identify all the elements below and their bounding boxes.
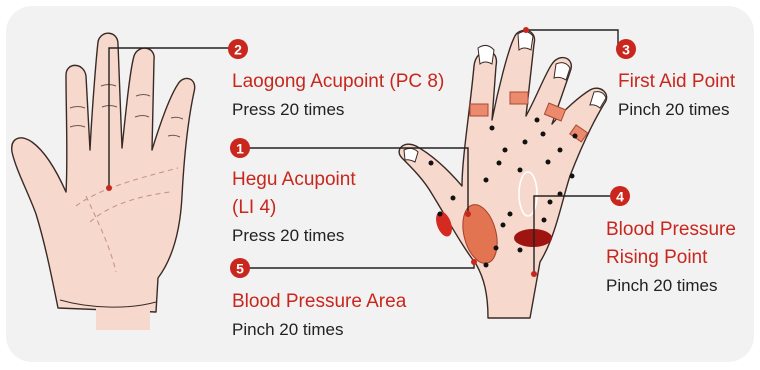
bp-area-title: Blood Pressure Area (232, 288, 406, 316)
rising-point-detail: Pinch 20 times (606, 274, 718, 298)
first-aid-title: First Aid Point (618, 68, 735, 96)
rising-point-marker (514, 229, 552, 247)
laogong-title: Laogong Acupoint (PC 8) (232, 68, 444, 96)
badge-4-number: 4 (616, 189, 624, 205)
hegu-title: Hegu Acupoint (232, 166, 356, 194)
badge-5-number: 5 (236, 261, 244, 277)
hegu-title-line2: (LI 4) (232, 194, 276, 222)
rising-point-title: Blood Pressure (606, 216, 736, 244)
badge-3-number: 3 (622, 42, 630, 58)
palm-hand (12, 33, 195, 330)
badge-1-number: 1 (236, 141, 244, 157)
badge-1: 1 (230, 138, 250, 158)
laogong-detail: Press 20 times (232, 98, 344, 122)
first-aid-detail: Pinch 20 times (618, 98, 730, 122)
badge-3: 3 (616, 39, 636, 59)
hegu-detail: Press 20 times (232, 224, 344, 248)
badge-4: 4 (610, 186, 630, 206)
badge-2-number: 2 (234, 42, 242, 58)
rising-point-title-line2: Rising Point (606, 244, 707, 272)
bp-area-detail: Pinch 20 times (232, 318, 344, 342)
badge-5: 5 (230, 258, 250, 278)
badge-2: 2 (228, 39, 248, 59)
